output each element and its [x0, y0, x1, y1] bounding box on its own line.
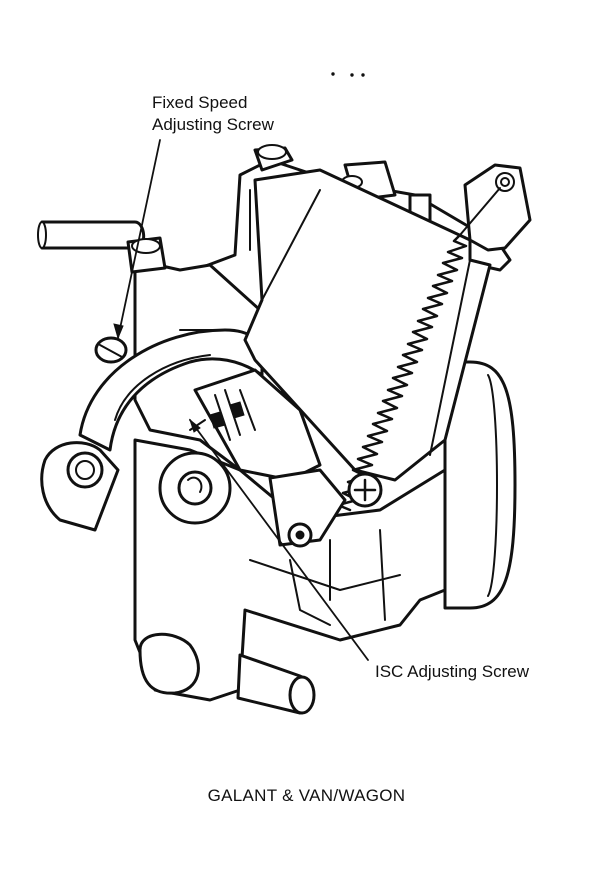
linkage-tab: [463, 163, 532, 252]
fixed-speed-label-line2: Adjusting Screw: [152, 115, 274, 134]
fixed-speed-label-line1: Fixed Speed: [152, 93, 248, 112]
cover-plate: [243, 168, 492, 482]
isc-screw-label: ISC Adjusting Screw: [375, 662, 530, 681]
phillips-screw: [347, 472, 383, 508]
throttle-bore-housing: [443, 360, 517, 610]
stray-marks: [331, 72, 365, 77]
linkage-pivot: [268, 468, 347, 548]
diagram-caption: GALANT & VAN/WAGON: [207, 786, 406, 805]
callout-leaders: [113, 139, 369, 661]
throttle-lever-arm: [40, 328, 264, 532]
bracket-bolts: [253, 144, 432, 224]
throttle-shaft: [158, 451, 232, 525]
outlet-pipe: [236, 653, 316, 715]
lower-boss: [138, 632, 200, 695]
isc-motor: [189, 368, 322, 482]
